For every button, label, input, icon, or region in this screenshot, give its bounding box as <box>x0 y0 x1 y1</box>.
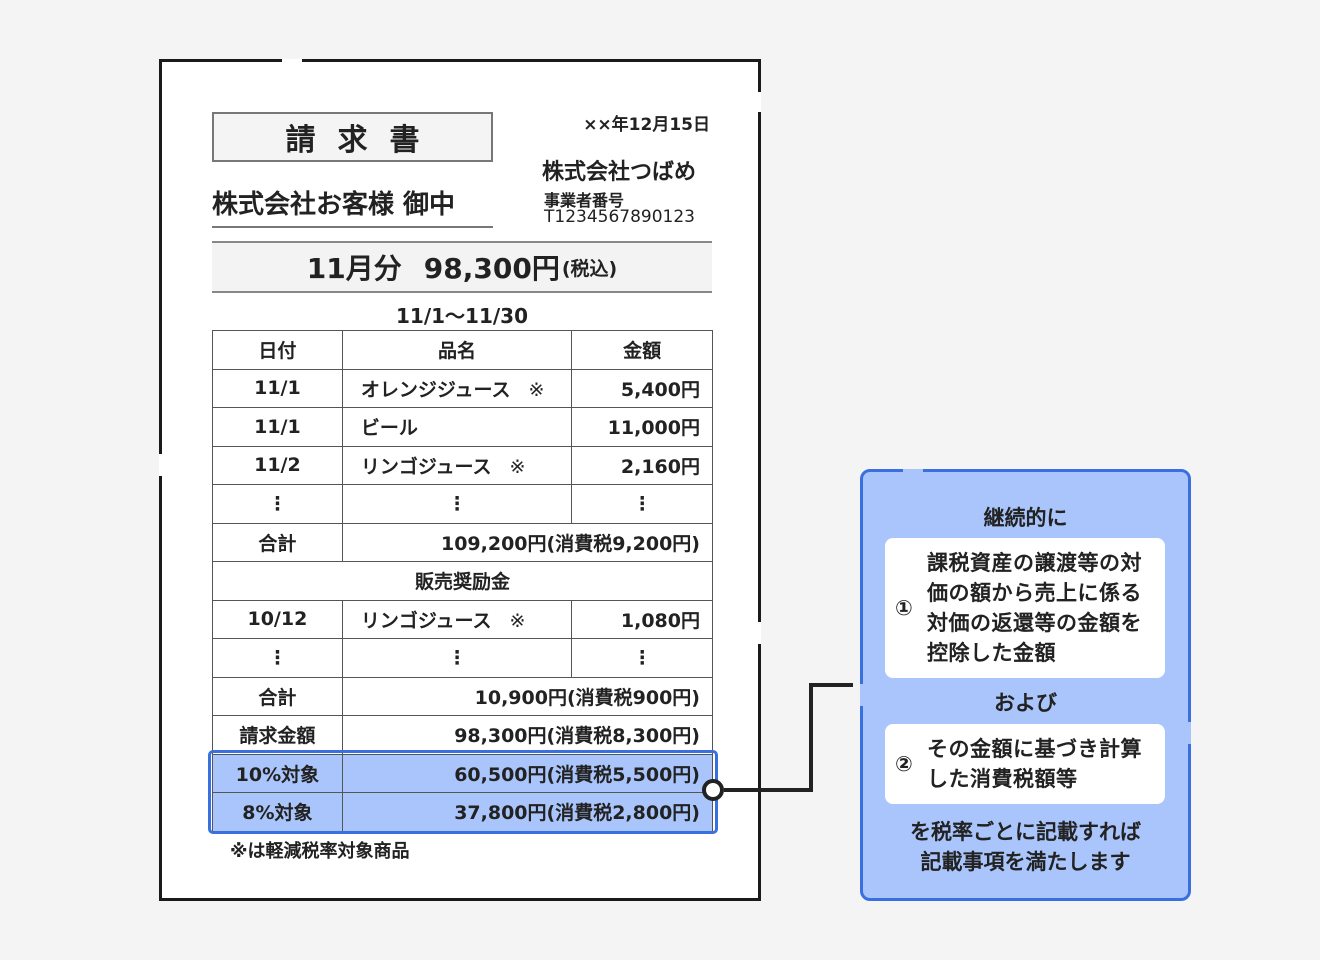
border-gap <box>282 59 302 62</box>
table-row: 11/2 リンゴジュース ※ 2,160円 <box>212 445 713 485</box>
table-row: 11/1 オレンジジュース ※ 5,400円 <box>212 368 713 408</box>
issuer-company: 株式会社つばめ <box>542 160 697 185</box>
row-amount: 2,160円 <box>571 445 713 485</box>
rebate-total-value: 10,900円(消費税900円) <box>341 676 714 716</box>
table-row: 11/1 ビール 11,000円 <box>212 407 713 447</box>
border-gap <box>1188 722 1191 744</box>
table-row: 10/12 リンゴジュース ※ 1,080円 <box>212 599 713 639</box>
border-gap <box>159 454 162 476</box>
connector-dot <box>702 779 724 801</box>
ellipsis: ⋮ <box>341 484 573 524</box>
callout-conclusion-1: を税率ごとに記載すれば <box>910 820 1141 844</box>
table-row-ellipsis: ⋮ ⋮ ⋮ <box>212 638 713 678</box>
ellipsis: ⋮ <box>571 484 713 524</box>
ellipsis: ⋮ <box>341 638 573 678</box>
table-header-row: 日付 品名 金額 <box>212 330 713 370</box>
reduced-rate-mark: ※ <box>528 378 545 401</box>
callout-connector-text: および <box>994 691 1057 715</box>
footnote: ※は軽減税率対象商品 <box>230 841 410 862</box>
ellipsis: ⋮ <box>212 484 343 524</box>
registration-label: 事業者番号 <box>544 191 625 210</box>
item-name: リンゴジュース <box>360 455 492 478</box>
callout-conclusion-2: 記載事項を満たします <box>920 850 1131 874</box>
ellipsis: ⋮ <box>571 638 713 678</box>
header-item: 品名 <box>341 330 573 370</box>
callout-card-1: ① 課税資産の譲渡等の対価の額から売上に係る対価の返還等の金額を控除した金額 <box>885 538 1165 678</box>
item-name: リンゴジュース <box>360 609 492 632</box>
customer-name: 株式会社お客様 御中 <box>212 184 493 228</box>
row-amount: 1,080円 <box>571 599 713 639</box>
callout-panel: 継続的に ① 課税資産の譲渡等の対価の額から売上に係る対価の返還等の金額を控除し… <box>860 469 1191 901</box>
border-gap <box>903 469 923 472</box>
rebate-section-heading: 販売奨励金 <box>212 561 713 601</box>
row-item: リンゴジュース ※ <box>341 445 573 485</box>
row-date: 11/2 <box>212 445 343 485</box>
billing-total-label: 請求金額 <box>212 715 343 755</box>
summary-amount: 98,300円 <box>423 252 560 285</box>
subtotal-value: 109,200円(消費税9,200円) <box>341 522 714 562</box>
callout-heading: 継続的に <box>983 506 1068 530</box>
row-date: 11/1 <box>212 407 343 447</box>
ellipsis: ⋮ <box>212 638 343 678</box>
reduced-rate-mark: ※ <box>509 455 526 478</box>
rebate-section-row: 販売奨励金 <box>212 561 713 601</box>
invoice-title: 請求書 <box>212 112 493 162</box>
registration-number: T1234567890123 <box>544 207 695 227</box>
summary-tax-note: (税込) <box>561 257 618 280</box>
billing-total-row: 請求金額 98,300円(消費税8,300円) <box>212 715 714 755</box>
callout-card-2: ② その金額に基づき計算した消費税額等 <box>885 724 1165 804</box>
reduced-rate-mark: ※ <box>509 609 526 632</box>
callout-item-1-text: 課税資産の譲渡等の対価の額から売上に係る対価の返還等の金額を控除した金額 <box>927 551 1142 665</box>
summary-bar: 11月分 98,300円 (税込) <box>212 241 712 293</box>
invoice-document: 請求書 ××年12月15日 株式会社つばめ 事業者番号 T12345678901… <box>159 59 761 901</box>
billing-period: 11/1〜11/30 <box>395 304 529 328</box>
subtotal-row: 合計 109,200円(消費税9,200円) <box>212 522 714 562</box>
header-date: 日付 <box>212 330 343 370</box>
summary-month: 11月分 <box>306 252 402 285</box>
number-1-icon: ① <box>895 596 913 620</box>
rate-8-row: 8%対象 37,800円(消費税2,800円) <box>212 792 714 832</box>
border-gap <box>758 92 761 112</box>
billing-total-value: 98,300円(消費税8,300円) <box>341 715 714 755</box>
header-amount: 金額 <box>571 330 713 370</box>
rate-8-label: 8%対象 <box>212 792 343 832</box>
line-items-table: 日付 品名 金額 11/1 オレンジジュース ※ 5,400円 11/1 ビール … <box>212 330 714 832</box>
row-date: 11/1 <box>212 368 343 408</box>
rate-8-value: 37,800円(消費税2,800円) <box>341 792 714 832</box>
row-amount: 11,000円 <box>571 407 713 447</box>
row-item: リンゴジュース ※ <box>341 599 573 639</box>
row-amount: 5,400円 <box>571 368 713 408</box>
table-row-ellipsis: ⋮ ⋮ ⋮ <box>212 484 713 524</box>
invoice-date: ××年12月15日 <box>583 115 710 135</box>
row-date: 10/12 <box>212 599 343 639</box>
subtotal-label: 合計 <box>212 522 343 562</box>
row-item: ビール <box>341 407 573 447</box>
rate-10-row: 10%対象 60,500円(消費税5,500円) <box>212 753 714 793</box>
rate-10-value: 60,500円(消費税5,500円) <box>341 753 714 793</box>
item-name: ビール <box>360 417 418 440</box>
rebate-total-label: 合計 <box>212 676 343 716</box>
border-gap <box>758 622 761 644</box>
callout-item-2-text: その金額に基づき計算した消費税額等 <box>927 737 1142 791</box>
row-item: オレンジジュース ※ <box>341 368 573 408</box>
rebate-total-row: 合計 10,900円(消費税900円) <box>212 676 714 716</box>
number-2-icon: ② <box>895 752 913 776</box>
item-name: オレンジジュース <box>360 378 511 401</box>
border-gap <box>860 684 863 706</box>
rate-10-label: 10%対象 <box>212 753 343 793</box>
